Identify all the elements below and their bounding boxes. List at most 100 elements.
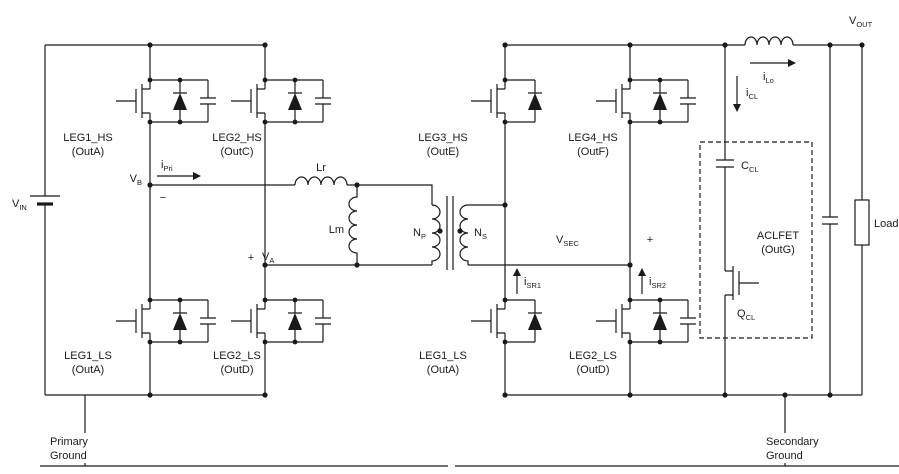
ns-label-main: N [474,227,482,239]
leg4-hs-switch [596,78,696,125]
leg1-ls-sec-label-line1: LEG1_LS [419,350,467,362]
np-label: NP [413,227,426,241]
clamp-capacitor [716,45,734,262]
leg3-hs-label-line2: (OutE) [427,146,459,158]
leg2-ls-pri-switch [231,298,331,345]
aclfet-label-line1: ACLFET [757,230,799,242]
vb-minus-sign: − [160,192,166,204]
vb-label-sub: B [137,178,142,187]
qcl-label-sub: CL [746,313,756,322]
leg1-hs-label-line1: LEG1_HS [63,132,113,144]
circuit-graphics [30,36,899,467]
leg2-ls-pri-label-line1: LEG2_LS [213,350,261,362]
vin-label-main: V [12,198,20,210]
isr2-label-main: i [649,276,651,288]
lr-inductor [294,176,348,186]
secondary-polarity-dot [457,228,463,234]
leg1-hs-label-line2: (OutA) [72,146,104,158]
output-capacitor [822,45,838,395]
isr1-label: iSR1 [524,276,541,290]
isr1-current-arrow [513,268,521,294]
isr2-label-sub: SR2 [651,281,666,290]
leg4-hs-label-line1: LEG4_HS [568,132,618,144]
vb-label-main: V [130,173,138,185]
vout-label: VOUT [849,15,873,29]
leg1-ls-sec-switch [471,298,542,345]
primary-polarity-dot [437,228,443,234]
ns-label: NS [474,227,487,241]
leg4-hs-label-line2: (OutF) [577,146,609,158]
leg1-ls-pri-switch [116,298,216,345]
va-label-main: V [262,251,270,263]
ccl-label: CCL [741,160,759,174]
leg2-hs-label-line1: LEG2_HS [212,132,262,144]
vin-source [30,45,60,395]
primary-ground-label-mask [47,433,101,463]
lm-inductor [348,185,358,265]
secondary-winding [459,204,469,265]
aclfet-label-line2: (OutG) [761,244,795,256]
np-label-sub: P [421,232,426,241]
vsec-label-sub: SEC [563,239,579,248]
ccl-label-main: C [741,160,749,172]
transformer-core [446,196,454,270]
vsec-label: VSEC [556,234,579,248]
junction-dots [147,42,865,398]
qcl-label-main: Q [737,308,746,320]
vsec-label-main: V [556,234,564,246]
leg1-ls-pri-label-line2: (OutA) [72,364,104,376]
leg2-hs-switch [231,78,331,125]
icl-label-main: i [746,87,748,99]
va-label-sub: A [269,256,274,265]
labels-layer: VIN VOUT VB − VA + iPri Lr Lm NP NS VSEC… [12,15,898,463]
vout-label-sub: OUT [856,20,872,29]
leg2-ls-sec-label-line2: (OutD) [577,364,610,376]
primary-ground-label-line2: Ground [50,450,87,462]
secondary-ground-label-mask [763,433,827,463]
lr-label: Lr [316,162,326,174]
qcl-label: QCL [737,308,755,322]
load-resistor [854,45,870,395]
leg1-ls-sec-label-line2: (OutA) [427,364,459,376]
ilo-current-arrow [750,59,796,67]
icl-current-arrow [733,76,741,112]
vb-label: VB [130,173,142,187]
ipri-label-main: i [161,159,163,171]
leg2-ls-sec-switch [596,298,696,345]
primary-leg-columns [149,45,266,395]
ccl-label-sub: CL [749,165,759,174]
load-label: Load [874,218,898,230]
vin-label: VIN [12,198,27,212]
qcl-mosfet [724,261,760,305]
ns-label-sub: S [482,232,487,241]
secondary-ground-label-line1: Secondary [766,436,819,448]
ipri-label-sub: Pri [163,164,173,173]
ipri-current-arrow [157,172,201,180]
np-label-main: N [413,227,421,239]
ipri-label: iPri [161,159,173,173]
icl-label: iCL [746,87,758,101]
ilo-label-sub: Lo [765,76,773,85]
lm-label: Lm [329,224,344,236]
leg1-ls-pri-label-line1: LEG1_LS [64,350,112,362]
leg3-hs-label-line1: LEG3_HS [418,132,468,144]
leg1-hs-switch [116,78,216,125]
leg3-hs-switch [471,78,542,125]
active-clamp-box [699,141,813,339]
ilo-label-main: i [763,71,765,83]
secondary-ground-label-line2: Ground [766,450,803,462]
lr-to-transformer-wire [347,184,433,205]
isr1-label-main: i [524,276,526,288]
vout-label-main: V [849,15,857,27]
leg2-ls-sec-label-line1: LEG2_LS [569,350,617,362]
primary-ground-symbol [40,395,448,467]
icl-label-sub: CL [748,92,758,101]
vin-label-sub: IN [19,203,27,212]
leg2-ls-pri-label-line2: (OutD) [221,364,254,376]
isr2-label: iSR2 [649,276,666,290]
primary-ground-label-line1: Primary [50,436,88,448]
isr2-current-arrow [638,268,646,294]
va-label: VA [262,251,274,265]
